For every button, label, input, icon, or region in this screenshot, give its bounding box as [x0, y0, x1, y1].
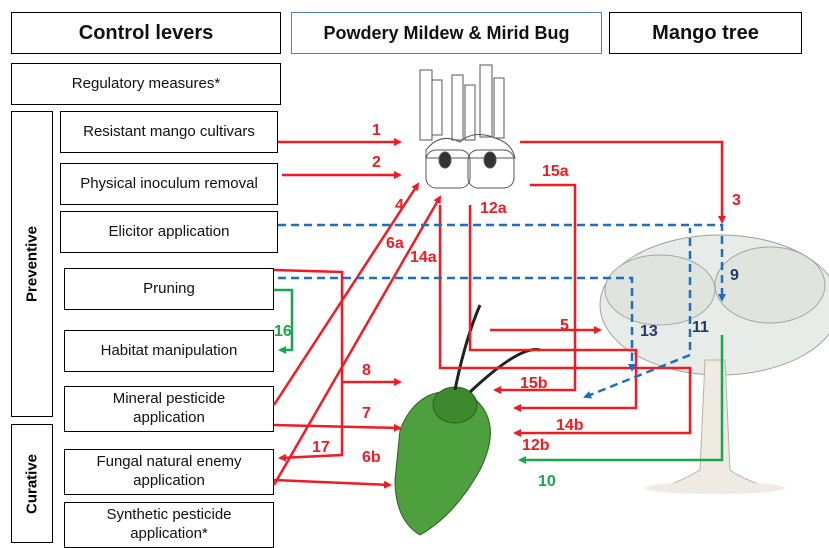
label-arrow-7: 7 [362, 405, 371, 422]
arrow-14a [272, 195, 442, 486]
label-arrow-15b: 15b [520, 375, 548, 392]
arrow-11 [583, 353, 691, 399]
lever-regulatory-measures: Regulatory measures* [11, 63, 281, 105]
mirid-bug-illustration [394, 304, 541, 536]
label-arrow-14b: 14b [556, 417, 584, 434]
lever-fungal-natural-enemy: Fungal natural enemy application [64, 449, 274, 495]
label-arrow-2: 2 [372, 154, 381, 171]
lever-pruning: Pruning [64, 268, 274, 310]
arrow-12a [468, 205, 638, 412]
arrow-10 [518, 335, 724, 464]
label-arrow-9: 9 [730, 267, 739, 284]
blue-dashed-arrows [278, 223, 726, 399]
powdery-mildew-illustration [419, 64, 516, 189]
red-arrows [272, 138, 726, 489]
header-control-levers: Control levers [11, 12, 281, 54]
header-mango-tree: Mango tree [609, 12, 802, 54]
arrow-15a [493, 183, 577, 394]
label-arrow-4: 4 [395, 197, 404, 214]
lever-physical-inoculum-removal: Physical inoculum removal [60, 163, 278, 205]
lever-mineral-pesticide: Mineral pesticide application [64, 386, 274, 432]
label-arrow-6b: 6b [362, 449, 381, 466]
label-arrow-6a: 6a [386, 235, 404, 252]
arrow-16 [274, 288, 294, 354]
header-pest: Powdery Mildew & Mirid Bug [291, 12, 602, 54]
arrow-17 [273, 268, 344, 462]
arrow-7 [273, 423, 402, 432]
arrow-6b [273, 478, 392, 489]
label-arrow-15a: 15a [542, 163, 569, 180]
group-preventive: Preventive [11, 111, 53, 417]
arrow-13 [278, 276, 636, 372]
label-arrow-13: 13 [640, 323, 658, 340]
lever-elicitor-application: Elicitor application [60, 211, 278, 253]
lever-resistant-cultivars: Resistant mango cultivars [60, 111, 278, 153]
arrow-3 [520, 140, 726, 224]
mango-tree-illustration [599, 234, 829, 494]
group-curative: Curative [11, 424, 53, 543]
label-arrow-14a: 14a [410, 249, 437, 266]
arrow-9 [278, 223, 726, 302]
green-arrows [274, 288, 724, 464]
label-arrow-8: 8 [362, 362, 371, 379]
arrow-14b [438, 205, 692, 437]
label-arrow-10: 10 [538, 473, 556, 490]
label-arrow-1: 1 [372, 122, 381, 139]
label-arrow-5: 5 [560, 317, 569, 334]
lever-habitat-manipulation: Habitat manipulation [64, 330, 274, 372]
label-arrow-3: 3 [732, 192, 741, 209]
label-arrow-16: 16 [274, 323, 292, 340]
label-arrow-12b: 12b [522, 437, 550, 454]
lever-synthetic-pesticide: Synthetic pesticide application* [64, 502, 274, 548]
label-arrow-12a: 12a [480, 200, 507, 217]
arrow-4 [272, 182, 420, 406]
label-arrow-11: 11 [692, 319, 709, 336]
label-arrow-17: 17 [312, 439, 330, 456]
